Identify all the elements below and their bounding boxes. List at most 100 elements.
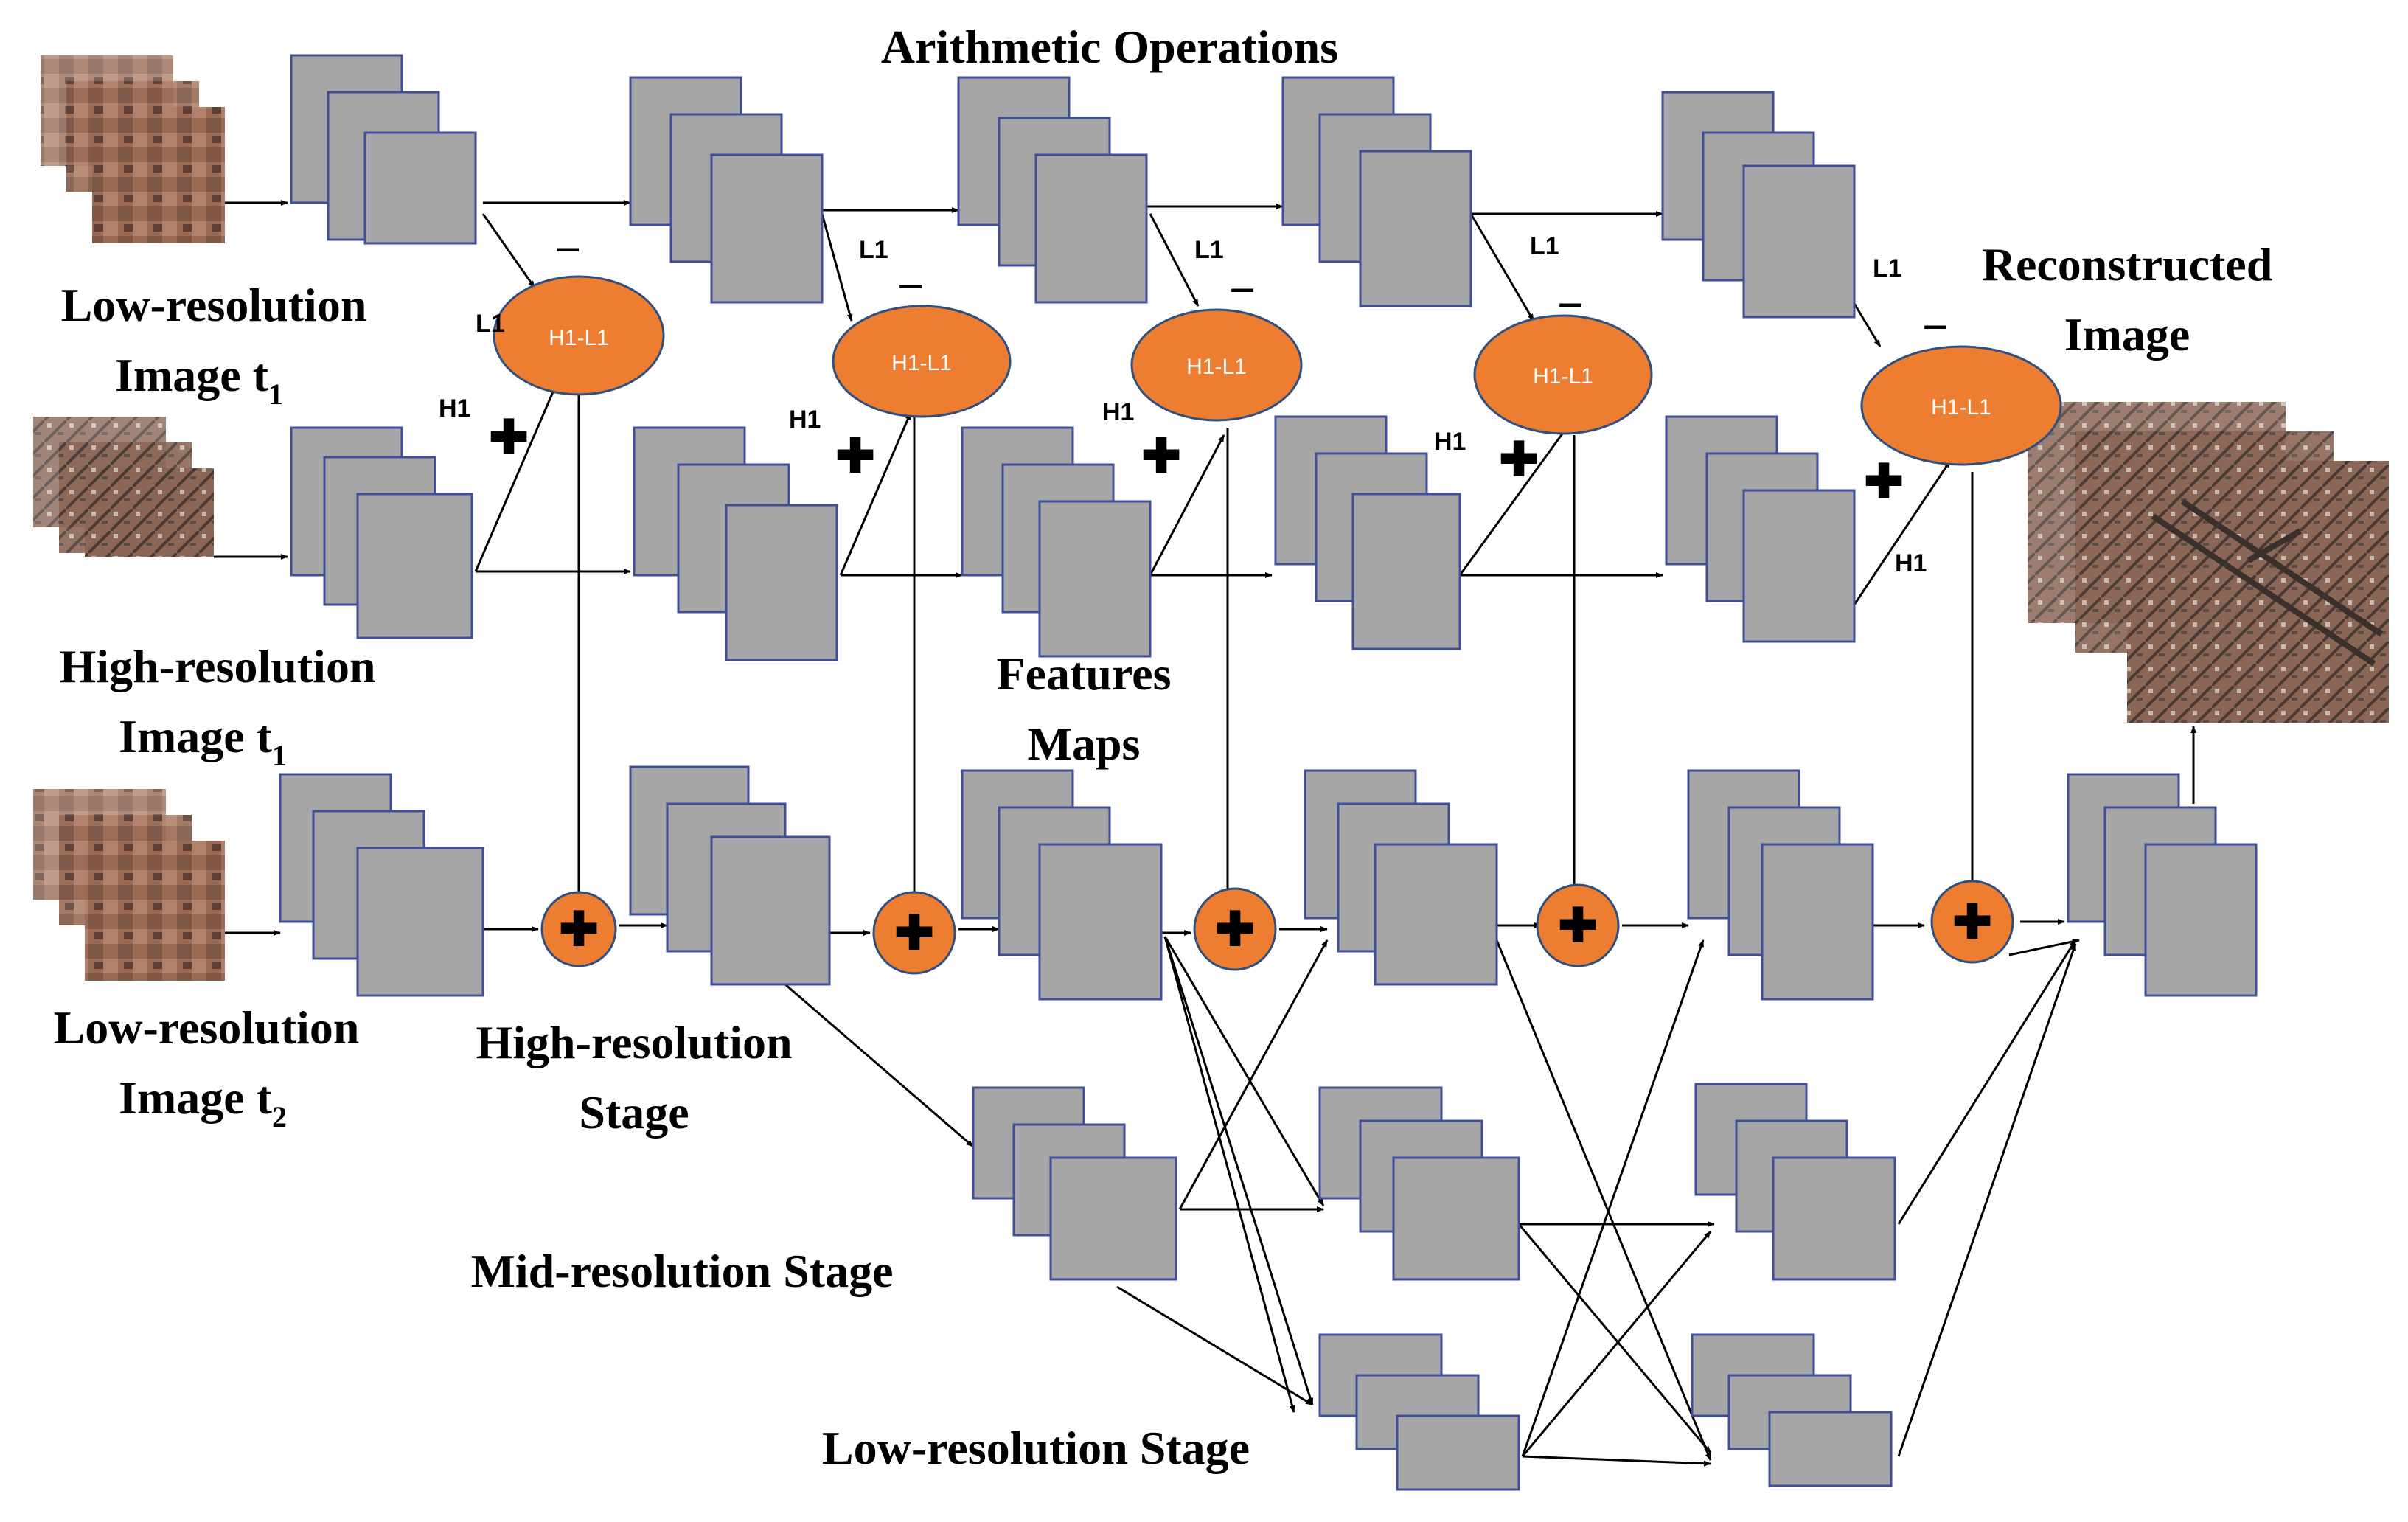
arrow bbox=[821, 213, 853, 322]
op-label: H1-L1 bbox=[1931, 395, 1991, 420]
arrow bbox=[1897, 943, 2077, 1457]
plus-icon: ✚ bbox=[1141, 430, 1181, 482]
arrow bbox=[1495, 939, 1712, 1461]
feature-map-stack bbox=[1274, 415, 1461, 650]
feature-map-stack bbox=[961, 769, 1163, 1001]
h1-label: H1 bbox=[1434, 428, 1466, 456]
plus-icon: ✚ bbox=[835, 430, 875, 482]
addition-node: ✚ bbox=[872, 891, 956, 975]
label-lr-t2-line1: Low-resolution bbox=[54, 1001, 360, 1054]
label-recon-line2: Image bbox=[2064, 308, 2190, 361]
arrow bbox=[1853, 460, 1952, 605]
plus-icon: ✚ bbox=[1864, 456, 1904, 508]
op-label: H1-L1 bbox=[1533, 364, 1593, 389]
op-label: H1-L1 bbox=[1186, 355, 1247, 379]
arrow bbox=[1178, 939, 1329, 1210]
arrow bbox=[1897, 939, 2077, 1225]
arrow bbox=[1163, 936, 1314, 1405]
feature-map-stack bbox=[972, 1086, 1177, 1281]
feature-map-stack bbox=[290, 426, 473, 639]
feature-map-stack bbox=[629, 76, 824, 304]
arrow bbox=[1522, 1455, 1711, 1467]
h1-label: H1 bbox=[789, 406, 821, 434]
feature-map-stack bbox=[290, 54, 477, 245]
feature-map-stack bbox=[1694, 1083, 1896, 1281]
label-features-line2: Maps bbox=[1028, 717, 1141, 770]
feature-map-stack bbox=[629, 765, 831, 986]
feature-map-stack bbox=[1318, 1086, 1520, 1281]
label-recon-line1: Reconstructed bbox=[1982, 238, 2273, 291]
plus-icon: ✚ bbox=[894, 907, 934, 959]
reconstructed-image bbox=[2028, 402, 2389, 723]
arrow bbox=[1163, 936, 1325, 1206]
addition-node: ✚ bbox=[1930, 880, 2014, 964]
plus-icon: ✚ bbox=[1558, 900, 1598, 952]
h1-label: H1 bbox=[1895, 549, 1927, 577]
feature-map-stack bbox=[1281, 76, 1472, 307]
minus-icon: − bbox=[1557, 279, 1584, 331]
feature-map-stack bbox=[2067, 773, 2258, 997]
minus-icon: − bbox=[1922, 301, 1949, 353]
l1-label: L1 bbox=[859, 236, 888, 264]
feature-map-stack bbox=[961, 426, 1152, 658]
arrow bbox=[474, 383, 558, 572]
input-image-hr-t1 bbox=[33, 417, 214, 557]
arrow bbox=[481, 213, 536, 288]
feature-map-stack bbox=[1691, 1333, 1893, 1487]
subtraction-operation: H1-L1 bbox=[832, 305, 1012, 418]
plus-icon: ✚ bbox=[1499, 434, 1539, 486]
subtraction-operation: H1-L1 bbox=[1130, 308, 1303, 422]
plus-icon: ✚ bbox=[489, 411, 529, 464]
arrow bbox=[1521, 1231, 1712, 1457]
l1-label: L1 bbox=[1530, 232, 1559, 260]
label-features-line1: Features bbox=[997, 647, 1172, 700]
label-hr-t1-line2: Image t1 bbox=[119, 710, 287, 772]
op-label: H1-L1 bbox=[549, 326, 609, 350]
op-label: H1-L1 bbox=[891, 351, 952, 375]
l1-label: L1 bbox=[1873, 254, 1902, 282]
arrow bbox=[1149, 434, 1225, 576]
label-lr-t1-line2: Image t1 bbox=[115, 349, 283, 411]
label-mid-stage: Mid-resolution Stage bbox=[470, 1245, 893, 1297]
minus-icon: − bbox=[897, 260, 924, 313]
plus-icon: ✚ bbox=[559, 903, 599, 956]
label-hr-t1-line1: High-resolution bbox=[59, 640, 375, 692]
subtraction-operation: H1-L1 bbox=[1473, 314, 1653, 435]
subtraction-operation: H1-L1 bbox=[1860, 345, 2062, 466]
label-lr-t1-line1: Low-resolution bbox=[61, 279, 367, 331]
arrow bbox=[1521, 939, 1705, 1457]
arrow bbox=[1163, 936, 1295, 1413]
feature-map-stack bbox=[1665, 415, 1856, 643]
addition-node: ✚ bbox=[540, 891, 617, 967]
label-lr-t2-line2: Image t2 bbox=[119, 1071, 287, 1133]
title: Arithmetic Operations bbox=[881, 21, 1338, 73]
label-hr-stage-line2: Stage bbox=[579, 1086, 689, 1139]
arrow bbox=[1149, 213, 1200, 307]
feature-map-stack bbox=[279, 773, 484, 997]
input-image-lr-t1 bbox=[41, 55, 225, 243]
addition-node: ✚ bbox=[1193, 887, 1277, 971]
l1-label: L1 bbox=[1194, 236, 1224, 264]
arrow bbox=[1469, 213, 1535, 322]
feature-map-stack bbox=[1304, 769, 1498, 986]
arrow bbox=[1517, 1223, 1712, 1453]
subtraction-operation: H1-L1 bbox=[493, 275, 665, 396]
feature-map-stack bbox=[957, 76, 1148, 304]
label-low-stage: Low-resolution Stage bbox=[822, 1422, 1250, 1474]
h1-label: H1 bbox=[439, 395, 470, 423]
arrow bbox=[784, 983, 974, 1148]
arrow bbox=[839, 412, 912, 576]
arrow bbox=[1458, 427, 1568, 576]
feature-map-stack bbox=[1687, 769, 1874, 1001]
feature-map-stack bbox=[1318, 1333, 1520, 1491]
addition-node: ✚ bbox=[1536, 883, 1620, 967]
feature-map-stack bbox=[633, 426, 838, 661]
plus-icon: ✚ bbox=[1952, 896, 1992, 948]
input-image-lr-t2 bbox=[33, 789, 225, 981]
h1-label: H1 bbox=[1102, 398, 1134, 426]
plus-icon: ✚ bbox=[1215, 903, 1255, 956]
feature-map-stack bbox=[1661, 91, 1856, 319]
label-hr-stage-line1: High-resolution bbox=[476, 1016, 792, 1068]
l1-label: L1 bbox=[476, 310, 505, 338]
